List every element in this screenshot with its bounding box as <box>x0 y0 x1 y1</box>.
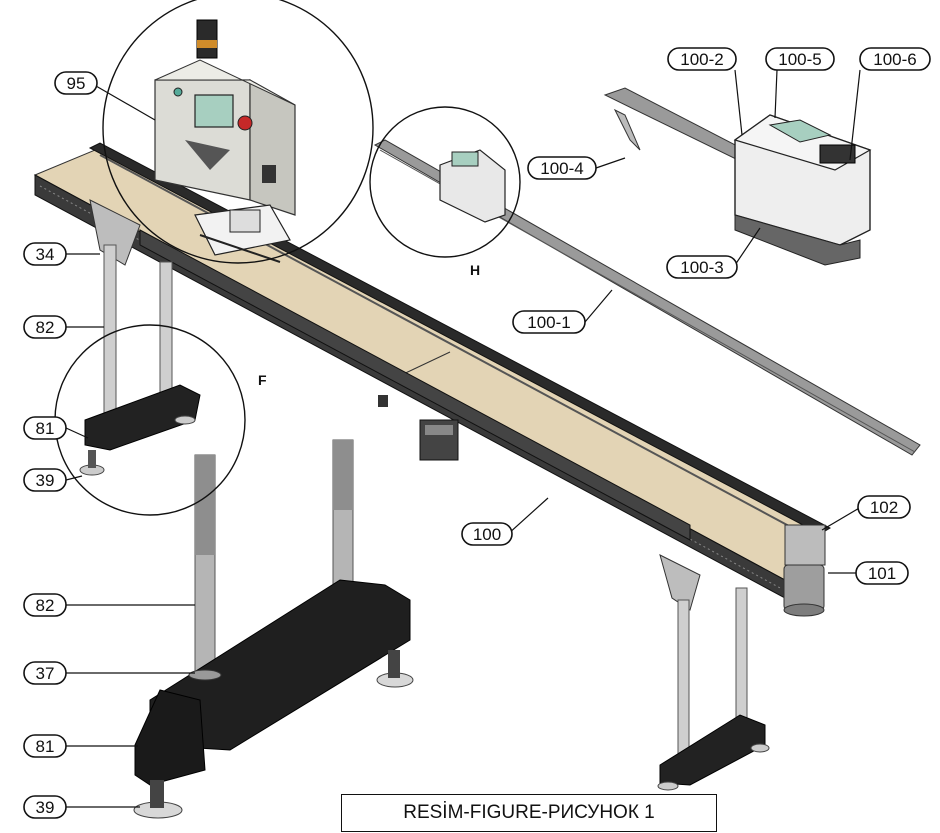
detail-base <box>734 214 861 266</box>
right-leg-back <box>735 587 748 729</box>
left-support <box>79 199 201 476</box>
cabinet-top <box>154 59 296 106</box>
drive-motor <box>783 564 825 611</box>
svg-text:100-6: 100-6 <box>873 50 916 69</box>
detail-screen <box>768 119 832 143</box>
callout-81-bottom: 81 <box>23 734 67 758</box>
callout-100-4: 100-4 <box>527 156 597 180</box>
callout-82-top: 82 <box>23 315 67 339</box>
callout-81-top: 81 <box>23 416 67 440</box>
conveyor-table <box>33 142 832 599</box>
svg-text:100-3: 100-3 <box>680 258 723 277</box>
callout-labels: 95 34 82 81 39 82 <box>23 47 931 819</box>
print-head-detail <box>603 87 872 266</box>
svg-text:100: 100 <box>473 525 501 544</box>
svg-text:100-2: 100-2 <box>680 50 723 69</box>
callout-34: 34 <box>23 242 67 266</box>
detail-base-foot <box>134 689 206 786</box>
figure-caption: RESİM-FIGURE-РИСУНОК 1 <box>341 794 717 832</box>
callout-100-1: 100-1 <box>512 310 586 334</box>
control-cabinet <box>154 19 296 216</box>
svg-text:82: 82 <box>36 318 55 337</box>
svg-text:34: 34 <box>36 245 55 264</box>
carriage-on-table <box>194 204 291 263</box>
cabinet-button-green <box>173 87 183 97</box>
leader-lines <box>65 69 862 808</box>
table-underside-beam <box>139 229 691 541</box>
callout-82-bottom: 82 <box>23 593 67 617</box>
right-leg-front <box>677 599 690 766</box>
right-bracket <box>659 554 701 611</box>
svg-text:100-4: 100-4 <box>540 159 583 178</box>
detail-circle-h <box>369 106 521 258</box>
callout-101: 101 <box>855 561 909 585</box>
svg-text:100-1: 100-1 <box>527 313 570 332</box>
drive-unit <box>783 524 826 617</box>
callout-95: 95 <box>54 71 98 95</box>
svg-text:100-5: 100-5 <box>778 50 821 69</box>
svg-text:82: 82 <box>36 596 55 615</box>
mini-head <box>439 149 506 223</box>
detail-letter-f: F <box>258 372 267 388</box>
callout-102: 102 <box>857 495 911 519</box>
callout-100-6: 100-6 <box>859 47 931 71</box>
left-bracket <box>89 199 141 266</box>
right-support <box>657 554 770 791</box>
svg-text:37: 37 <box>36 664 55 683</box>
signal-tower <box>196 19 218 59</box>
callout-39-bottom: 39 <box>23 795 67 819</box>
left-leg-front <box>103 244 117 426</box>
svg-text:39: 39 <box>36 798 55 817</box>
left-foot-back <box>174 415 196 425</box>
svg-text:81: 81 <box>36 419 55 438</box>
cabinet-screen <box>194 94 234 128</box>
detail-letter-h: H <box>470 262 480 278</box>
callout-100-3: 100-3 <box>666 255 738 279</box>
callout-37: 37 <box>23 661 67 685</box>
callout-100-2: 100-2 <box>667 47 737 71</box>
svg-text:81: 81 <box>36 737 55 756</box>
svg-text:39: 39 <box>36 471 55 490</box>
svg-text:101: 101 <box>868 564 896 583</box>
leg-detail <box>133 439 414 819</box>
svg-text:102: 102 <box>870 498 898 517</box>
drive-bracket <box>784 524 826 566</box>
callout-100-5: 100-5 <box>765 47 835 71</box>
svg-text:95: 95 <box>67 74 86 93</box>
callout-39-top: 39 <box>23 468 67 492</box>
callout-100: 100 <box>461 522 513 546</box>
cabinet-side <box>249 78 296 216</box>
detail-circle-cabinet <box>102 0 374 264</box>
under-module <box>378 395 459 461</box>
right-base <box>659 714 766 786</box>
cabinet-emergency-stop <box>237 115 253 131</box>
